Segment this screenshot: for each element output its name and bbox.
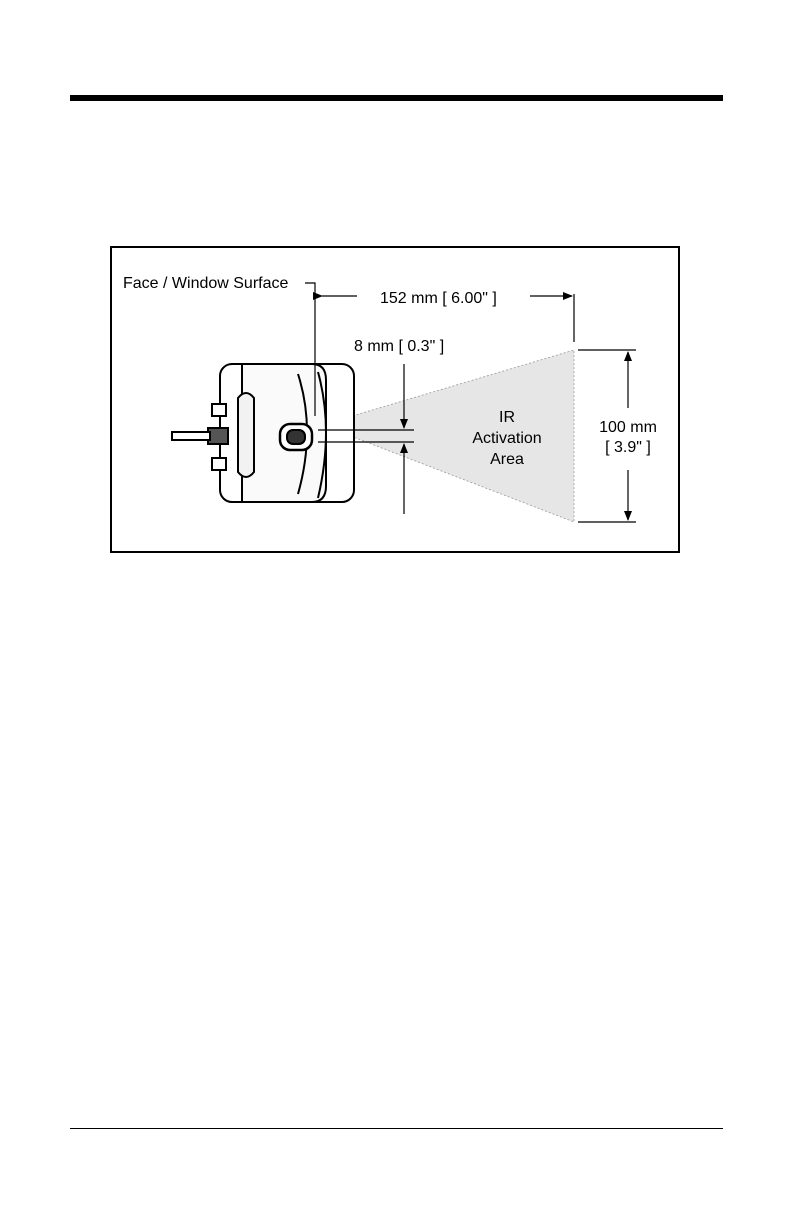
- scanner-foot-lower: [212, 458, 226, 470]
- ir-sensor: [287, 430, 305, 444]
- header-rule: [70, 95, 723, 101]
- figure-canvas: Face / Window Surface 152 mm [ 6.00" ] 8…: [112, 248, 678, 551]
- height-label-line2: [ 3.9" ]: [605, 439, 651, 456]
- range-label: 152 mm [ 6.00" ]: [380, 290, 497, 307]
- gap-label: 8 mm [ 0.3" ]: [354, 338, 444, 355]
- height-label-line1: 100 mm: [599, 419, 657, 436]
- scanner-foot-upper: [212, 404, 226, 416]
- area-label-line1: IR: [499, 409, 515, 426]
- scanner-device: [172, 364, 354, 502]
- area-label-line3: Area: [490, 451, 524, 468]
- cable: [172, 432, 210, 440]
- footer-rule: [70, 1128, 723, 1129]
- ir-activation-figure: Face / Window Surface 152 mm [ 6.00" ] 8…: [110, 246, 680, 553]
- face-window-label: Face / Window Surface: [123, 275, 289, 292]
- area-label-line2: Activation: [472, 430, 541, 447]
- scanner-handle: [238, 393, 254, 477]
